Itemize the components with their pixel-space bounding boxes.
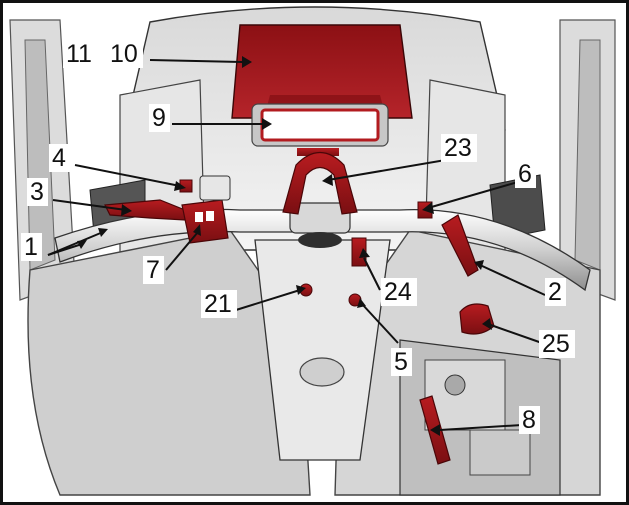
callout-23: 23 — [441, 134, 477, 162]
callout-number: 9 — [152, 104, 166, 132]
callout-number: 5 — [394, 348, 408, 376]
callout-number: 23 — [444, 134, 472, 162]
callout-25: 25 — [539, 330, 575, 358]
callout-10: 10 — [107, 40, 143, 68]
callout-4: 4 — [49, 144, 70, 172]
callout-number: 6 — [518, 160, 532, 188]
callout-2: 2 — [545, 278, 566, 306]
callout-number: 10 — [110, 40, 138, 68]
callout-8: 8 — [519, 406, 540, 434]
callout-number: 4 — [52, 144, 66, 172]
callout-3: 3 — [27, 178, 48, 206]
callout-number: 1 — [24, 233, 38, 261]
callout-number: 8 — [522, 406, 536, 434]
callout-number: 2 — [548, 278, 562, 306]
callout-21: 21 — [201, 290, 237, 318]
callout-number: 11 — [66, 40, 92, 68]
switch-housing — [182, 200, 228, 243]
callout-number: 25 — [542, 330, 570, 358]
callout-number: 21 — [204, 290, 232, 318]
callout-number: 7 — [146, 256, 160, 284]
callout-11: 11 — [63, 40, 99, 68]
callout-5: 5 — [391, 348, 412, 376]
callout-9: 9 — [149, 104, 170, 132]
callout-6: 6 — [515, 160, 536, 188]
callout-24: 24 — [381, 278, 417, 306]
callout-number: 24 — [384, 278, 412, 306]
callout-number: 3 — [30, 178, 44, 206]
callout-1: 1 — [21, 233, 42, 261]
callout-7: 7 — [143, 256, 164, 284]
